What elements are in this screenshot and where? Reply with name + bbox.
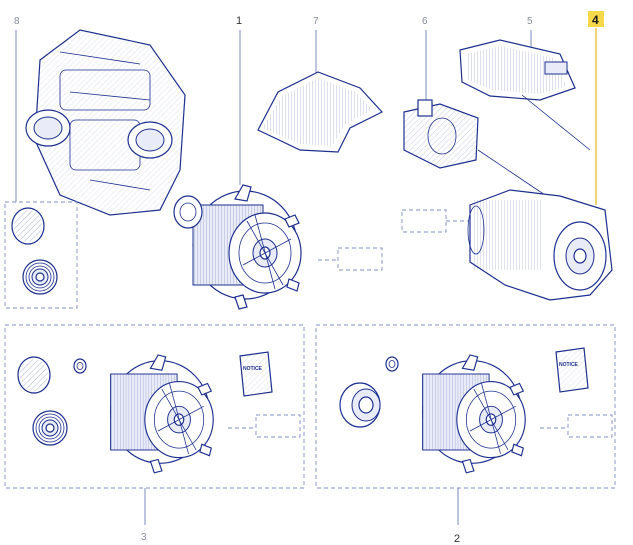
solenoid-bracket-item-6: [403, 99, 479, 169]
kit3-notice-booklet: NOTICE: [239, 351, 273, 397]
callout-3-group: 3: [141, 488, 147, 543]
callout-2[interactable]: 2: [454, 533, 460, 545]
callout-1[interactable]: 1: [236, 15, 242, 27]
pulley-part: [22, 259, 58, 295]
callout-4-highlight: [588, 11, 604, 27]
pulley-cover-part: [11, 207, 45, 245]
alternator-1-pulley: [173, 195, 203, 229]
kit2-notice-booklet: NOTICE: [555, 347, 589, 393]
starter-ref-box: [401, 209, 447, 233]
solenoid-item-5: [459, 39, 576, 101]
callout-1-group: 1: [236, 15, 242, 185]
callout-7-group: 7: [313, 16, 319, 75]
alternator-1-ref-box: [337, 247, 383, 271]
callout-6[interactable]: 6: [422, 16, 428, 27]
kit3-washer: [73, 358, 87, 374]
kit3-pulley-cover: [17, 356, 51, 394]
kit2-decoupler-pulley: [339, 382, 381, 428]
kit-box-8: [4, 201, 78, 309]
starter-motor-item-4: [467, 189, 613, 301]
callout-7[interactable]: 7: [313, 16, 319, 27]
engine-assembly: [25, 29, 186, 216]
callout-8[interactable]: 8: [14, 16, 20, 27]
kit3-ribbed-pulley: [32, 410, 68, 446]
callout-6-group: 6: [422, 16, 428, 100]
callout-4[interactable]: 4: [592, 13, 599, 27]
callout-4-group: 4: [588, 11, 604, 205]
alternator-item-1: [192, 184, 302, 310]
kit2-alternator: [422, 354, 526, 474]
kit3-ref-box: [255, 414, 301, 438]
kit2-notice-text: NOTICE: [559, 362, 579, 368]
kit2-ref-box: [567, 414, 613, 438]
kit-box-3: [4, 324, 305, 489]
kit3-notice-text: NOTICE: [243, 366, 263, 372]
callout-8-group: 8: [4, 16, 78, 309]
kit3-alternator: [110, 354, 214, 474]
callout-2-group: 2: [454, 488, 460, 545]
kit2-washer: [385, 356, 399, 372]
callout-5[interactable]: 5: [527, 16, 533, 27]
callout-3[interactable]: 3: [141, 532, 147, 543]
heat-shield-item-7: [257, 71, 383, 153]
kit-box-2: [315, 324, 616, 489]
callout-5-group: 5: [527, 16, 533, 48]
